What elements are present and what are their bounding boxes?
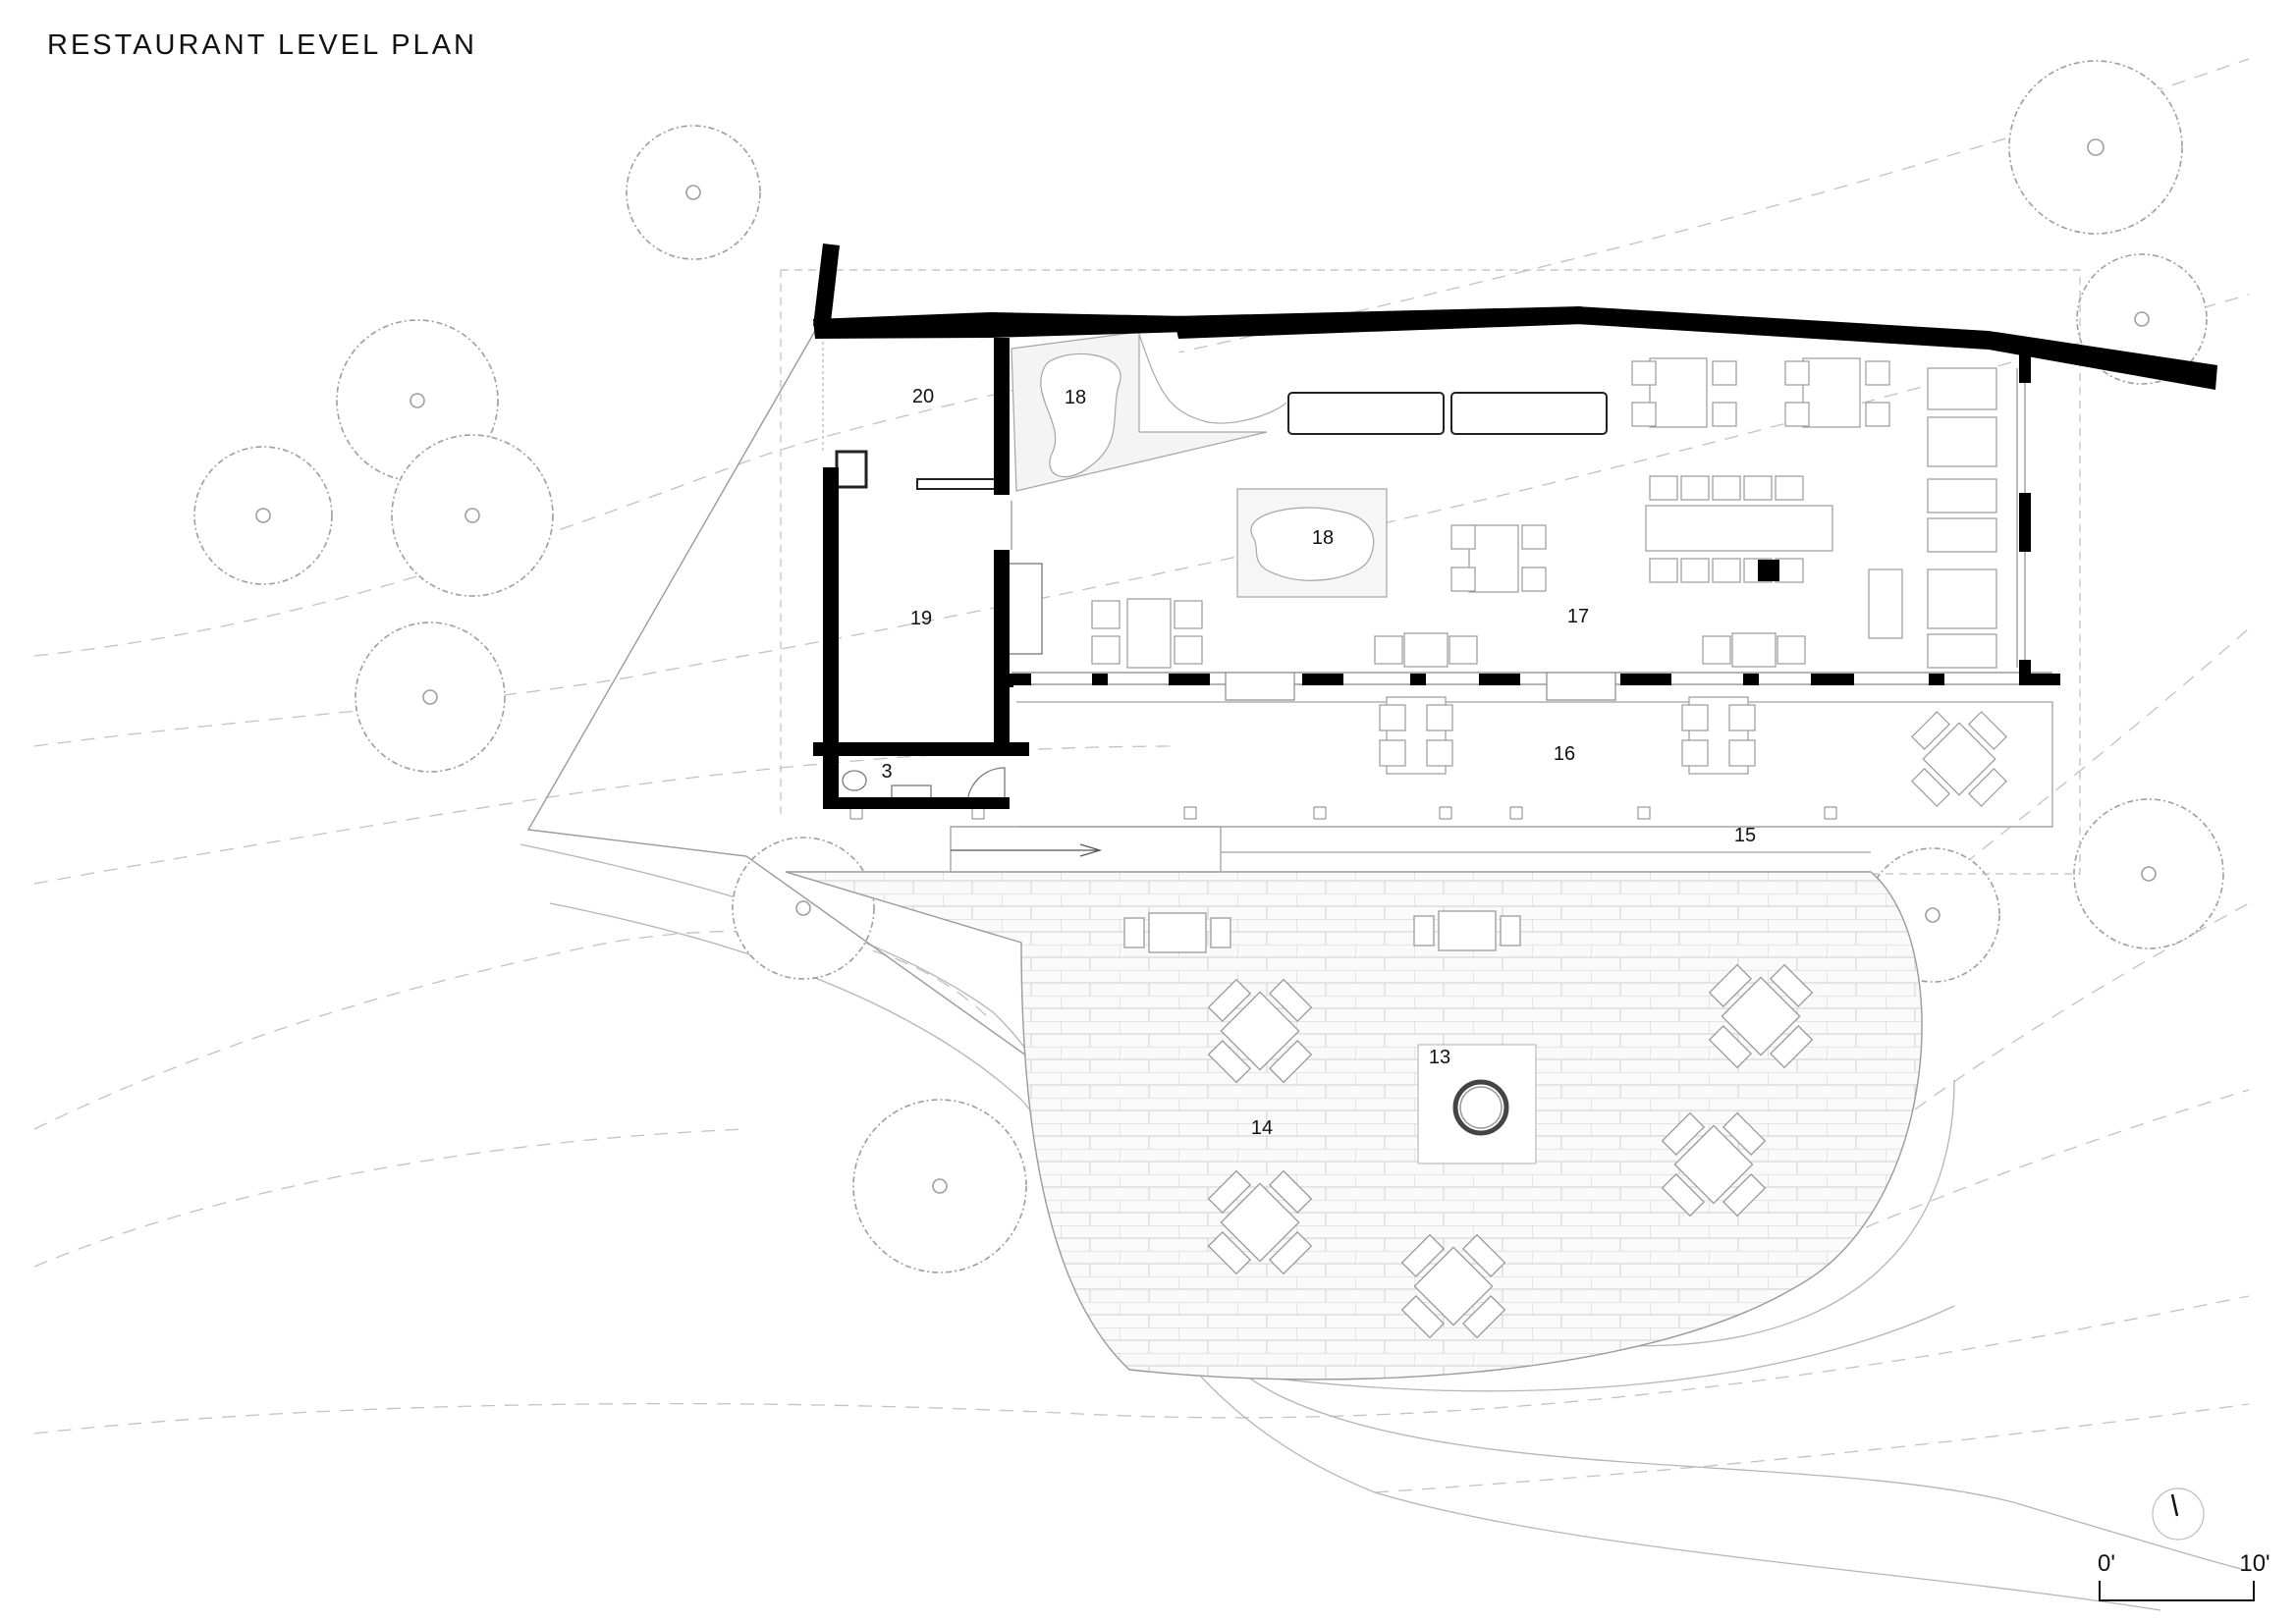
room-label-17: 17 [1567,606,1589,627]
tree-icon [193,446,333,585]
room-label-19: 19 [910,608,932,629]
room-label-14: 14 [1251,1117,1273,1139]
scale-end-label: 10' [2239,1550,2269,1577]
service-fixtures [822,324,1043,806]
deck-furniture [1379,696,2007,807]
walls [813,243,2217,809]
tree-icon [732,837,875,980]
room-label-16: 16 [1554,743,1575,765]
site-path [526,330,1062,1081]
room-label-18b: 18 [1312,527,1334,549]
tree-icon [391,434,554,597]
fire-pit-icon [1452,1079,1509,1136]
room-label-18a: 18 [1065,387,1086,408]
interior-features [1011,331,1608,598]
paved-terrace [785,871,1923,1380]
plan-title: RESTAURANT LEVEL PLAN [47,29,477,61]
deck [849,701,2053,873]
room-label-15: 15 [1734,825,1756,846]
terrace-table-sets [1123,910,1814,1339]
room-label-13: 13 [1429,1047,1450,1068]
tree-icon [626,125,761,260]
tree-icon [2008,60,2183,235]
north-arrow-icon [2152,1488,2205,1541]
room-label-3: 3 [881,761,892,783]
scale-start-label: 0' [2098,1550,2115,1577]
scale-bar [2099,1581,2255,1601]
tree-icon [852,1099,1027,1273]
room-label-20: 20 [912,386,934,407]
fire-pit-area [1417,1044,1537,1164]
tree-icon [2073,798,2224,949]
tree-icon [355,622,506,773]
